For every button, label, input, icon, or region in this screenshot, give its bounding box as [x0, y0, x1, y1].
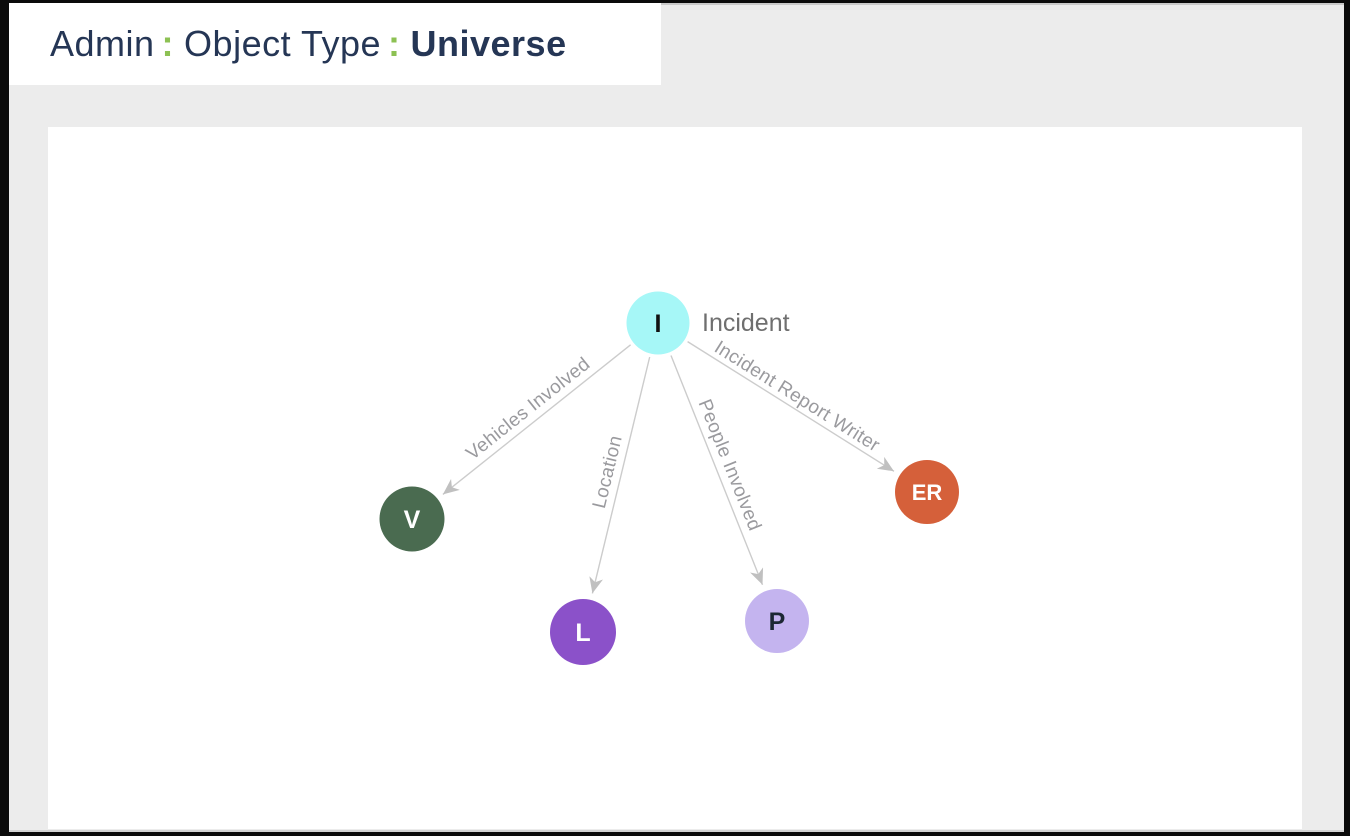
- edge-incident-location: [589, 356, 651, 594]
- breadcrumb-item-admin[interactable]: Admin: [50, 23, 155, 64]
- node-circle[interactable]: [745, 589, 809, 653]
- graph-node-vehicles[interactable]: V: [379, 486, 445, 552]
- node-letter: ER: [912, 480, 943, 505]
- node-letter: L: [575, 619, 590, 647]
- node-letter: V: [404, 506, 421, 534]
- edge-label-people-involved: People Involved: [694, 396, 765, 534]
- node-letter: I: [655, 310, 662, 338]
- node-circle[interactable]: [550, 599, 616, 665]
- graph-node-location[interactable]: L: [550, 599, 616, 665]
- node-title-incident: Incident: [702, 309, 790, 337]
- node-circle[interactable]: [895, 460, 959, 524]
- breadcrumb-bar: Admin:Object Type:Universe: [9, 3, 661, 85]
- breadcrumb-separator: :: [161, 23, 175, 64]
- graph-node-report-writer[interactable]: ER: [895, 460, 959, 524]
- edge-incident-vehicles: [442, 344, 632, 495]
- graph-node-incident[interactable]: I Incident: [626, 291, 790, 355]
- bottom-divider: [9, 830, 1344, 832]
- breadcrumb-item-object-type[interactable]: Object Type: [184, 23, 381, 64]
- breadcrumb-separator: :: [388, 23, 401, 64]
- breadcrumb: Admin:Object Type:Universe: [50, 23, 567, 65]
- node-circle[interactable]: [379, 486, 445, 552]
- graph-node-people[interactable]: P: [745, 589, 809, 653]
- edge-label-vehicles-involved: Vehicles Involved: [462, 354, 594, 465]
- page-title: Universe: [410, 23, 567, 64]
- edge-incident-report-writer: [687, 341, 895, 472]
- node-circle[interactable]: [626, 291, 690, 355]
- top-divider: [9, 3, 1344, 5]
- edge-label-incident-report-writer: Incident Report Writer: [710, 337, 883, 457]
- node-letter: P: [769, 608, 786, 636]
- edge-incident-people: [670, 355, 764, 586]
- universe-diagram-canvas[interactable]: [48, 127, 1302, 829]
